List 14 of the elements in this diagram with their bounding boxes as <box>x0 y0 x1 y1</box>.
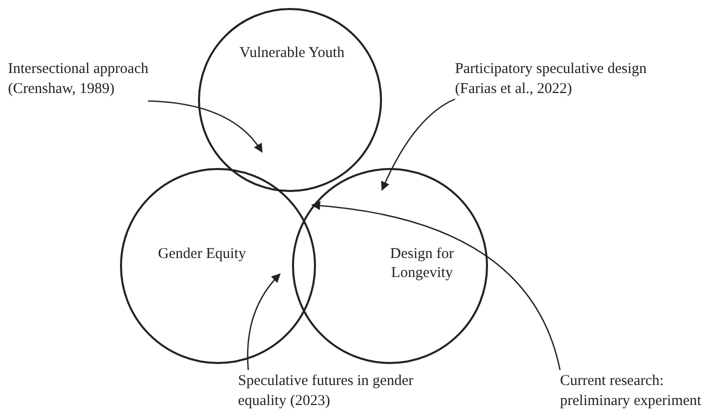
venn-circle <box>292 168 488 364</box>
annotation-text: Participatory speculative design (Farias et al., 2022) <box>455 60 690 99</box>
curved-arrow <box>381 98 456 191</box>
curved-arrow <box>148 100 263 153</box>
annotation-text: Current research: preliminary experiment <box>560 372 706 411</box>
curved-arrow <box>247 273 281 370</box>
curved-arrow <box>311 201 561 370</box>
venn-circle <box>198 8 382 192</box>
annotation-text: Speculative futures in gender equality (2023) <box>238 372 443 411</box>
circle-label: Gender Equity <box>157 245 247 264</box>
circle-label: Design for Longevity <box>389 245 455 282</box>
annotation-text: Intersectional approach (Crenshaw, 1989) <box>8 60 183 99</box>
circle-label: Vulnerable Youth <box>238 44 346 63</box>
venn-circle <box>120 168 316 364</box>
